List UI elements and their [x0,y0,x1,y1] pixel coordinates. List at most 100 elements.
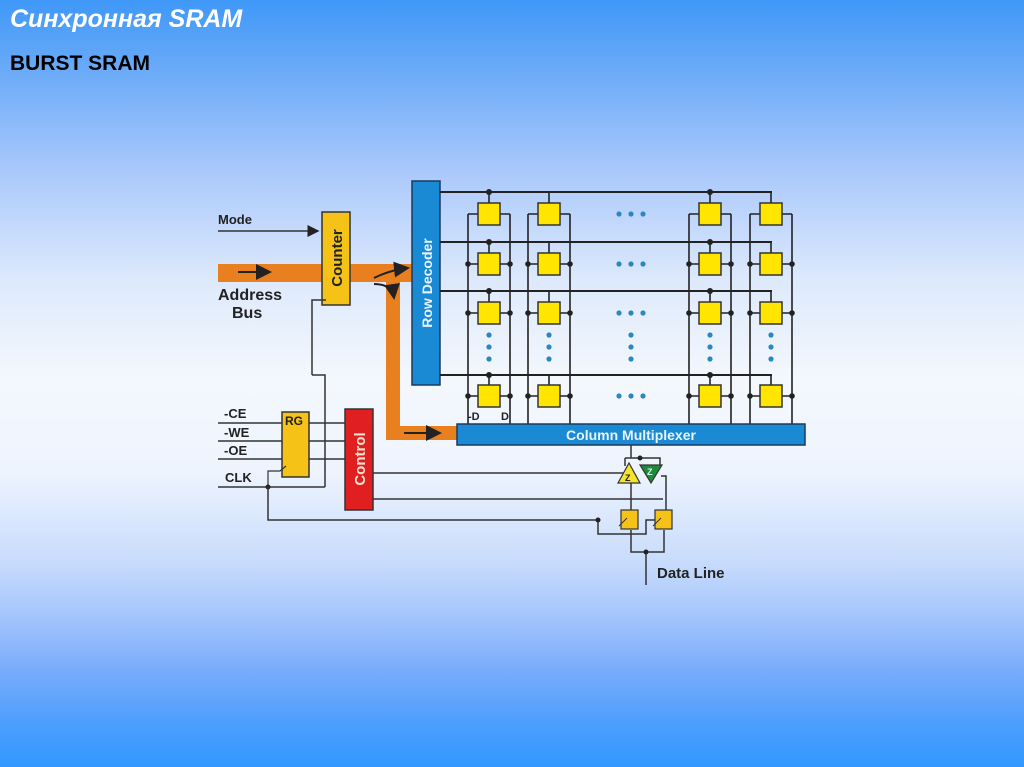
junction-dot [707,189,713,195]
control-block [344,408,374,511]
junction-dot [707,288,713,294]
ellipsis-dot [628,393,634,399]
ellipsis-dot [640,211,646,217]
ellipsis-dot [616,393,622,399]
ellipsis-dot [628,211,634,217]
junction-dot [507,310,513,316]
ellipsis-dot [707,332,713,338]
junction-dot [686,261,692,267]
not-d-label: -D [468,411,480,423]
junction-dot [567,393,573,399]
rg-label: RG [285,414,303,428]
clk-bus-line [267,487,598,521]
junction-dot [707,239,713,245]
junction-dot [728,261,734,267]
ellipsis-dot [707,356,713,362]
control-input-lines [218,422,345,488]
data-line-label: Data Line [657,565,725,582]
row-decoder-label: Row Decoder [419,238,435,328]
rg-clock-line [267,465,287,487]
ellipsis-dot [768,344,774,350]
junction-dot [789,393,795,399]
junction-dot [486,372,492,378]
junction-dot [525,310,531,316]
junction-dot [747,261,753,267]
clk-label: CLK [225,470,252,485]
column-multiplexer-label: Column Multiplexer [566,427,696,443]
junction-dot [567,261,573,267]
svg-text:Z: Z [625,473,631,483]
input-buffer-icon [616,461,642,484]
ellipsis-dot [486,332,492,338]
ellipsis-dot [546,356,552,362]
memory-cell [477,301,501,325]
junction-dot [486,189,492,195]
bus-down-arrow [373,283,400,300]
junction-dot [789,310,795,316]
junction-dot [728,393,734,399]
memory-array [440,189,795,424]
ellipsis-dot [486,344,492,350]
memory-cell [537,384,561,408]
control-label: Control [352,432,369,485]
memory-cell [477,202,501,226]
junction-dot [567,310,573,316]
ellipsis-dot [768,332,774,338]
junction-dot [465,310,471,316]
oe-label: -OE [224,443,247,458]
data-out-latch [654,509,673,530]
ellipsis-dot [616,211,622,217]
memory-cell [759,384,783,408]
ellipsis-dot [628,261,634,267]
memory-cell [759,202,783,226]
ellipsis-dot [707,344,713,350]
memory-cell [698,202,722,226]
ellipsis-dot [628,310,634,316]
junction-dot [747,310,753,316]
ellipsis-dot [546,332,552,338]
counter-clock-line [311,299,326,375]
row-decoder-block [411,180,441,386]
ce-label: -CE [224,406,247,421]
slide-subtitle: BURST SRAM [10,52,150,75]
junction-dot [686,393,692,399]
memory-cell [759,252,783,276]
ellipsis-dot [616,261,622,267]
output-buffer-icon [638,464,664,485]
memory-cell [698,384,722,408]
memory-cell [759,301,783,325]
junction-dot [507,261,513,267]
counter-label: Counter [329,229,346,287]
junction-dot [486,288,492,294]
junction-dot [507,393,513,399]
junction-dot [747,393,753,399]
junction-dot [789,261,795,267]
memory-cell [537,252,561,276]
svg-text:Z: Z [647,467,653,477]
memory-cell [698,301,722,325]
data-in-latch [620,509,639,530]
memory-cell [698,252,722,276]
ellipsis-dot [628,344,634,350]
junction-dot [486,239,492,245]
junction-dot [465,261,471,267]
ellipsis-dot [628,332,634,338]
memory-cell [477,252,501,276]
ellipsis-dot [640,310,646,316]
mode-label: Mode [218,212,252,227]
rg-register-block [281,411,310,478]
junction-dot [525,393,531,399]
junction-dot [686,310,692,316]
junction-dot [707,372,713,378]
bus-branch-arrow [373,261,410,279]
ellipsis-dot [768,356,774,362]
memory-cell [537,301,561,325]
junction-dot [525,261,531,267]
slide-title: Синхронная SRAM [10,5,243,33]
ellipsis-dot [616,310,622,316]
counter-block [321,211,351,306]
ellipsis-dot [486,356,492,362]
junction-dot [728,310,734,316]
d-label: D [501,411,509,423]
